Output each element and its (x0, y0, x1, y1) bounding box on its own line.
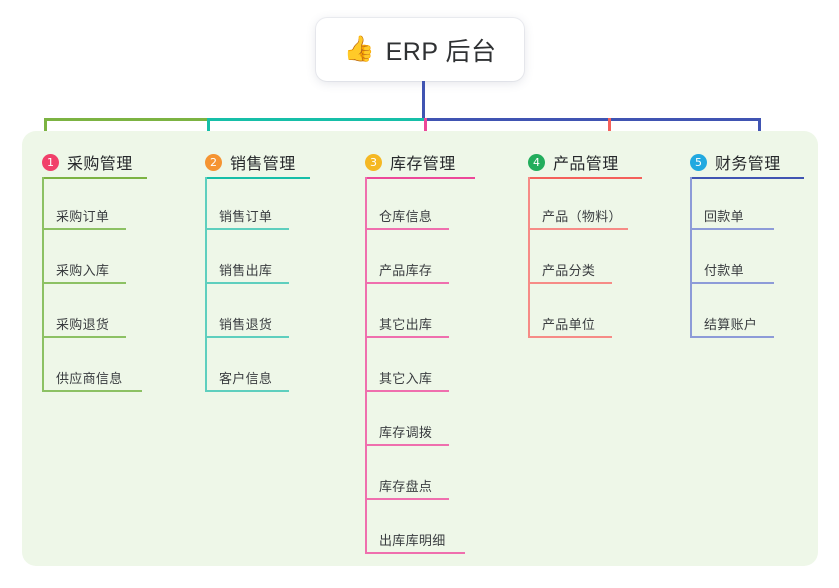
branch-header-underline (42, 177, 147, 179)
connector-bar-segment-3 (424, 118, 760, 121)
branch-item-label[interactable]: 采购订单 (56, 209, 110, 224)
branch-header-label: 产品管理 (553, 156, 619, 173)
root-stem-line (422, 81, 425, 121)
branch-item-underline (365, 282, 449, 284)
branch-item-underline (42, 282, 126, 284)
branch-item-label[interactable]: 库存盘点 (379, 479, 433, 494)
branch-header-2[interactable]: 2 销售管理 (205, 150, 296, 174)
branch-spine-line (42, 177, 44, 392)
branch-header-label: 采购管理 (67, 156, 133, 173)
branch-item-underline (690, 282, 774, 284)
branch-item-label[interactable]: 仓库信息 (379, 209, 433, 224)
branch-item-label[interactable]: 销售订单 (219, 209, 273, 224)
branch-item-label[interactable]: 销售退货 (219, 317, 273, 332)
branch-item-label[interactable]: 产品（物料） (542, 209, 622, 224)
branch-item-label[interactable]: 采购退货 (56, 317, 110, 332)
branch-item-underline (365, 498, 449, 500)
branch-item-underline (528, 336, 612, 338)
branch-item-underline (42, 228, 126, 230)
branch-spine-line (365, 177, 367, 554)
branch-item-underline (42, 390, 142, 392)
branch-header-label: 财务管理 (715, 156, 781, 173)
branch-item-label[interactable]: 产品单位 (542, 317, 596, 332)
branch-header-5[interactable]: 5 财务管理 (690, 150, 781, 174)
branch-item-label[interactable]: 出库库明细 (379, 533, 446, 548)
branch-item-label[interactable]: 产品库存 (379, 263, 433, 278)
branch-item-underline (690, 228, 774, 230)
branch-number-badge: 1 (42, 153, 59, 171)
connector-bar-segment-1 (44, 118, 207, 121)
connector-bar-segment-2 (207, 118, 424, 121)
branch-item-label[interactable]: 其它入库 (379, 371, 433, 386)
root-node-card[interactable]: 👍 ERP 后台 (316, 18, 524, 81)
branch-item-label[interactable]: 回款单 (704, 209, 744, 224)
branch-number-badge: 5 (690, 153, 707, 171)
branch-item-label[interactable]: 客户信息 (219, 371, 273, 386)
branch-number-badge: 3 (365, 153, 382, 171)
branch-item-underline (205, 390, 289, 392)
branch-header-1[interactable]: 1 采购管理 (42, 150, 133, 174)
branch-number-badge: 2 (205, 153, 222, 171)
branch-spine-line (528, 177, 530, 338)
branch-number-badge: 4 (528, 153, 545, 171)
branch-header-underline (690, 177, 804, 179)
branch-item-label[interactable]: 产品分类 (542, 263, 596, 278)
root-node-content: 👍 ERP 后台 (343, 32, 496, 68)
branch-item-label[interactable]: 供应商信息 (56, 371, 123, 386)
branch-item-label[interactable]: 结算账户 (704, 317, 758, 332)
branch-item-underline (528, 228, 628, 230)
branch-item-underline (365, 390, 449, 392)
branch-header-3[interactable]: 3 库存管理 (365, 150, 456, 174)
branch-item-underline (205, 228, 289, 230)
branch-item-label[interactable]: 其它出库 (379, 317, 433, 332)
branch-item-underline (365, 336, 449, 338)
branch-spine-line (690, 177, 692, 338)
branch-item-underline (205, 336, 289, 338)
branch-item-underline (205, 282, 289, 284)
branch-item-label[interactable]: 采购入库 (56, 263, 110, 278)
branch-item-underline (365, 552, 465, 554)
branch-item-underline (528, 282, 612, 284)
branch-spine-line (205, 177, 207, 392)
branch-header-underline (528, 177, 642, 179)
root-node-title: ERP 后台 (385, 37, 497, 66)
branches-panel (22, 131, 818, 566)
branch-item-label[interactable]: 库存调拨 (379, 425, 433, 440)
branch-header-underline (365, 177, 475, 179)
branch-header-label: 库存管理 (390, 156, 456, 173)
branch-item-underline (365, 444, 449, 446)
branch-item-label[interactable]: 销售出库 (219, 263, 273, 278)
thumbs-up-icon: 👍 (343, 35, 375, 63)
branch-header-underline (205, 177, 310, 179)
branch-item-underline (690, 336, 774, 338)
branch-header-4[interactable]: 4 产品管理 (528, 150, 619, 174)
branch-header-label: 销售管理 (230, 156, 296, 173)
branch-item-underline (365, 228, 449, 230)
branch-item-label[interactable]: 付款单 (704, 263, 744, 278)
branch-item-underline (42, 336, 126, 338)
